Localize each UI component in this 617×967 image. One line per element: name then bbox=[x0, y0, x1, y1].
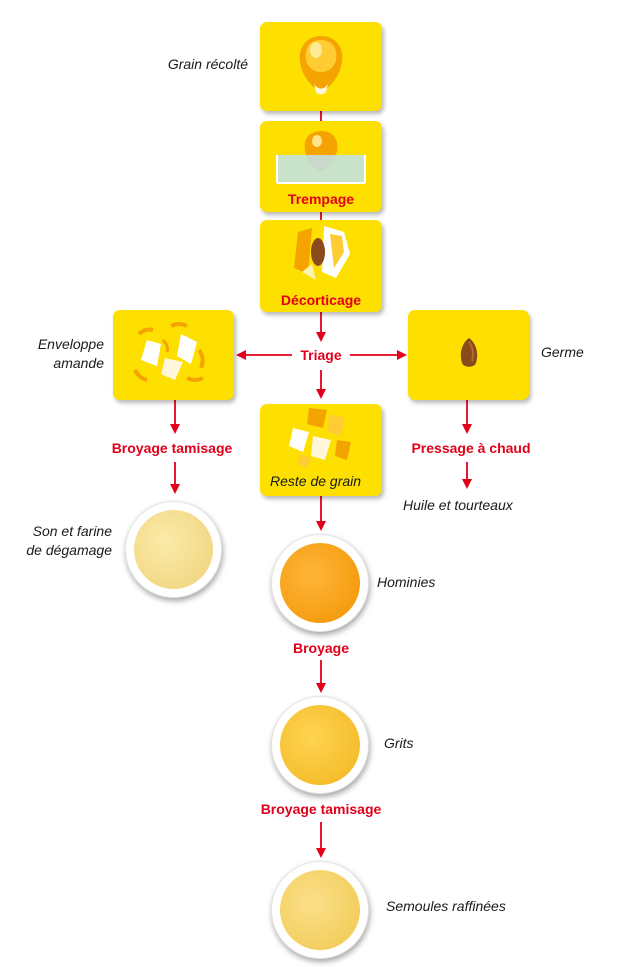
circle-son-farine bbox=[125, 501, 222, 598]
kernel-in-water-icon bbox=[276, 131, 366, 184]
semoules-texture bbox=[280, 870, 360, 950]
label-enveloppe-line1: Enveloppe bbox=[37, 336, 104, 352]
circle-grits bbox=[271, 696, 369, 794]
step-broyage-tamisage-left: Broyage tamisage bbox=[111, 440, 233, 456]
circle-semoules bbox=[271, 861, 369, 959]
label-huile-et-tourteaux: Huile et tourteaux bbox=[403, 497, 513, 513]
box-decorticage bbox=[260, 220, 382, 312]
label-enveloppe-amande: Enveloppe amande bbox=[38, 335, 104, 373]
step-broyage: Broyage bbox=[292, 640, 350, 656]
split-kernel-icon bbox=[294, 226, 350, 280]
label-son-farine: Son et farine de dégamage bbox=[26, 522, 112, 560]
corn-kernel-icon bbox=[299, 36, 343, 95]
label-grain-recolte: Grain récolté bbox=[167, 56, 248, 72]
husk-fragments-icon bbox=[133, 322, 205, 382]
step-decorticage: Décorticage bbox=[280, 292, 362, 308]
step-pressage-a-chaud: Pressage à chaud bbox=[411, 440, 531, 456]
label-hominies: Hominies bbox=[377, 574, 436, 590]
son-farine-texture bbox=[134, 510, 213, 589]
step-triage: Triage bbox=[300, 347, 342, 363]
box-enveloppe-amande bbox=[113, 310, 234, 400]
hominies-texture bbox=[280, 543, 360, 623]
label-son-line1: Son et farine bbox=[32, 523, 112, 539]
box-grain-recolte bbox=[260, 22, 382, 111]
label-semoules-raffinees: Semoules raffinées bbox=[386, 898, 506, 914]
box-germe bbox=[408, 310, 529, 400]
step-trempage: Trempage bbox=[287, 191, 355, 207]
grain-pieces-icon bbox=[289, 408, 351, 468]
germ-seed-icon bbox=[460, 338, 478, 367]
step-reste-de-grain: Reste de grain bbox=[270, 473, 362, 489]
box-reste-de-grain bbox=[260, 404, 382, 496]
box-trempage bbox=[260, 121, 382, 212]
grits-texture bbox=[280, 705, 360, 785]
step-broyage-tamisage-bottom: Broyage tamisage bbox=[260, 801, 382, 817]
circle-hominies bbox=[271, 534, 369, 632]
label-germe: Germe bbox=[541, 344, 584, 360]
label-son-line2: de dégamage bbox=[26, 542, 112, 558]
label-amande-line2: amande bbox=[53, 355, 104, 371]
label-grits: Grits bbox=[384, 735, 414, 751]
